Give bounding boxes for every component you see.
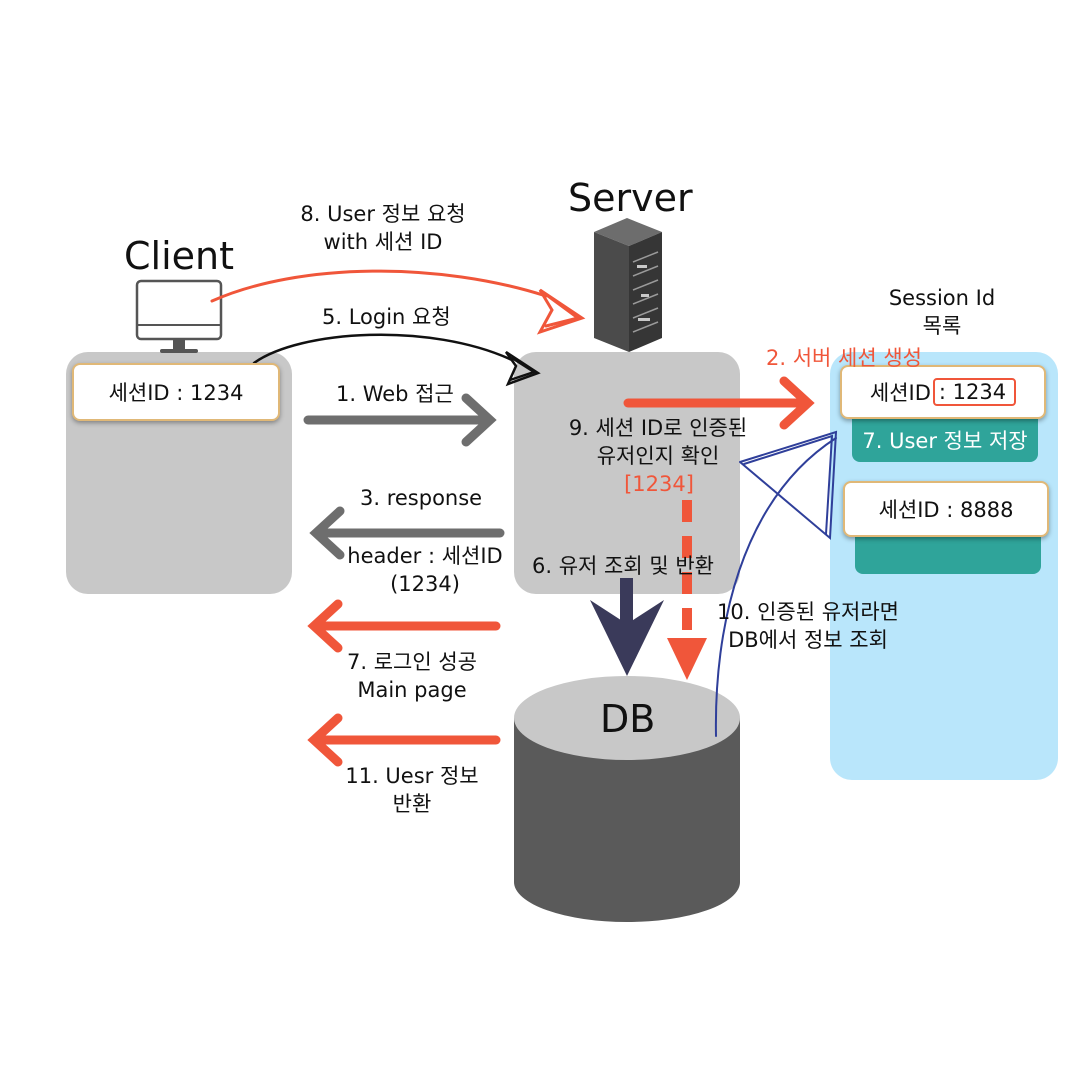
step-9-label: 9. 세션 ID로 인증된 유저인지 확인: [568, 416, 748, 468]
session-entry-1-prefix: 세션ID: [869, 381, 931, 405]
step-3-header-label: header : 세션ID (1234): [347, 544, 503, 596]
arrow-create-session: [623, 376, 815, 430]
db-title: DB: [600, 697, 656, 741]
arrow-login-request: [252, 333, 541, 387]
arrow-user-info-request: [210, 269, 586, 335]
session-check-sketch: [714, 430, 838, 737]
step-3-label: 3. response: [360, 486, 483, 510]
step-8-label: 8. User 정보 요청 with 세션 ID: [300, 202, 466, 254]
session-entry-1-value: : 1234: [932, 378, 1017, 406]
server-title: Server: [568, 176, 693, 220]
step-2-label: 2. 서버 세션 생성: [766, 346, 922, 370]
session-store-title: Session Id 목록: [888, 286, 996, 338]
server-rack-icon: [594, 218, 662, 352]
monitor-icon: [135, 279, 223, 353]
arrow-user-info-return: [307, 713, 501, 767]
step-1-label: 1. Web 접근: [336, 382, 454, 406]
server-panel: [514, 352, 740, 594]
step-7-label: 7. 로그인 성공 Main page: [347, 650, 477, 702]
step-9-value: [1234]: [624, 472, 694, 496]
arrow-user-lookup: [590, 578, 664, 676]
session-entry-2: 세션ID : 8888: [843, 481, 1049, 537]
step-10-label: 10. 인증된 유저라면 DB에서 정보 조회: [717, 600, 899, 652]
arrow-response: [309, 506, 505, 560]
client-session-id: 세션ID : 1234: [72, 363, 280, 421]
db-cylinder: [514, 676, 740, 922]
step-6-label: 6. 유저 조회 및 반환: [532, 554, 714, 578]
arrow-web-access: [303, 393, 497, 447]
arrow-db-query-dashed: [667, 500, 707, 680]
step-11-label: 11. Uesr 정보 반환: [345, 764, 479, 816]
client-title: Client: [124, 234, 235, 278]
arrow-login-success: [307, 599, 501, 653]
step-5-label: 5. Login 요청: [322, 305, 451, 329]
session-entry-1: 세션ID : 1234: [840, 365, 1046, 419]
